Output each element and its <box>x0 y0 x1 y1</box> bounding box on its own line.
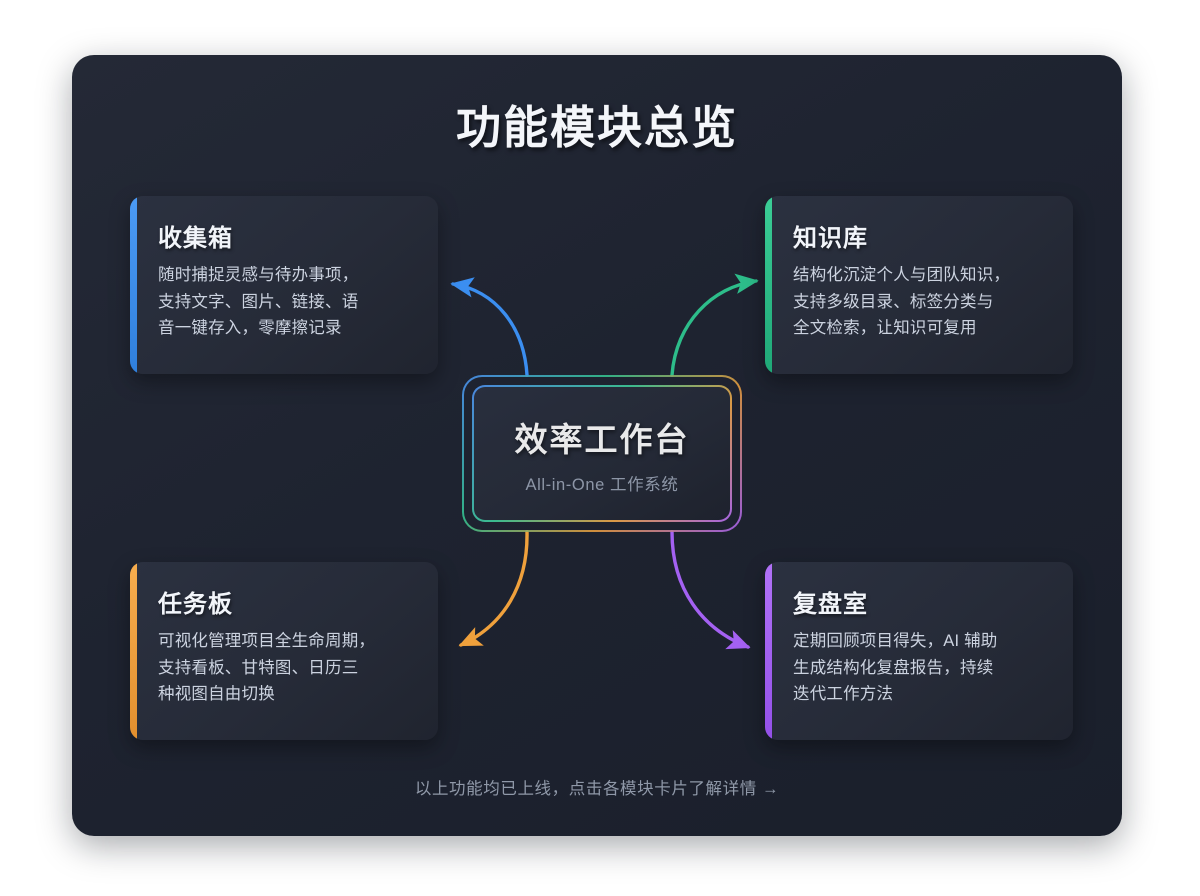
card-title: 知识库 <box>793 225 868 252</box>
card-accent-bar <box>765 562 772 740</box>
hub-subtitle: All-in-One 工作系统 <box>525 475 679 494</box>
card-title: 任务板 <box>158 591 233 618</box>
feature-card-inbox[interactable]: 收集箱 随时捕捉灵感与待办事项， 支持文字、图片、链接、语 音一键存入，零摩擦记… <box>130 196 438 374</box>
card-description: 可视化管理项目全生命周期， 支持看板、甘特图、日历三 种视图自由切换 <box>158 632 376 704</box>
page-title: 功能模块总览 <box>455 102 738 153</box>
card-description: 结构化沉淀个人与团队知识， 支持多级目录、标签分类与 全文检索，让知识可复用 <box>793 266 1011 338</box>
hub-title: 效率工作台 <box>514 420 690 458</box>
hub-outer-ring: 效率工作台 All-in-One 工作系统 <box>464 377 740 530</box>
footer-note: 以上功能均已上线，点击各模块卡片了解详情 → <box>414 780 780 798</box>
card-title: 复盘室 <box>793 591 868 618</box>
feature-card-knowledge-base[interactable]: 知识库 结构化沉淀个人与团队知识， 支持多级目录、标签分类与 全文检索，让知识可… <box>765 196 1073 374</box>
card-title: 收集箱 <box>158 225 233 252</box>
feature-card-retrospective[interactable]: 复盘室 定期回顾项目得失，AI 辅助 生成结构化复盘报告，持续 迭代工作方法 <box>765 562 1073 740</box>
connector-hub-to-retrospective <box>670 530 751 650</box>
hub-body: 效率工作台 All-in-One 工作系统 <box>474 387 730 520</box>
hub-node[interactable]: 效率工作台 All-in-One 工作系统 <box>462 375 742 532</box>
card-accent-bar <box>765 196 772 374</box>
card-accent-bar <box>130 562 137 740</box>
hub-inner-ring: 效率工作台 All-in-One 工作系统 <box>472 385 732 522</box>
overview-panel: 功能模块总览 <box>72 55 1122 836</box>
connector-hub-to-taskboard <box>458 530 529 647</box>
card-accent-bar <box>130 196 137 374</box>
card-description: 随时捕捉灵感与待办事项， 支持文字、图片、链接、语 音一键存入，零摩擦记录 <box>158 266 359 338</box>
feature-card-task-board[interactable]: 任务板 可视化管理项目全生命周期， 支持看板、甘特图、日历三 种视图自由切换 <box>130 562 438 740</box>
connector-hub-to-knowledge <box>670 273 759 377</box>
connector-hub-to-inbox <box>450 277 529 377</box>
card-description: 定期回顾项目得失，AI 辅助 生成结构化复盘报告，持续 迭代工作方法 <box>793 632 998 704</box>
